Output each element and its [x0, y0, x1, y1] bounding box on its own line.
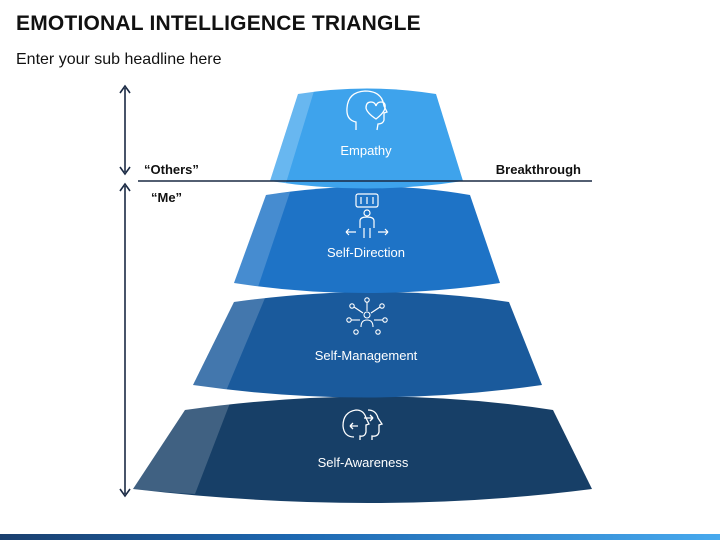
breakthrough-label: Breakthrough	[496, 162, 581, 177]
tier-self-awareness: Self-Awareness	[133, 396, 592, 503]
tier-label-self-awareness: Self-Awareness	[318, 455, 409, 470]
others-arrow	[119, 84, 131, 176]
others-label: “Others”	[144, 162, 199, 177]
tier-self-direction: Self-Direction	[234, 186, 500, 293]
tier-label-self-management: Self-Management	[315, 348, 418, 363]
person-direction-icon	[345, 193, 389, 238]
me-arrow	[119, 182, 131, 498]
page-title: EMOTIONAL INTELLIGENCE TRIANGLE	[16, 12, 421, 35]
heads-arrows-icon	[342, 409, 384, 440]
me-label: “Me”	[151, 190, 182, 205]
page-subtitle: Enter your sub headline here	[16, 51, 222, 68]
tier-label-self-direction: Self-Direction	[327, 245, 405, 260]
tier-label-empathy: Empathy	[340, 143, 392, 158]
network-people-icon	[346, 297, 388, 335]
tier-empathy: Empathy	[270, 88, 463, 189]
tier-self-management: Self-Management	[193, 292, 542, 398]
bottom-accent-bar	[0, 534, 720, 540]
empathy-head-heart-icon	[346, 90, 388, 131]
